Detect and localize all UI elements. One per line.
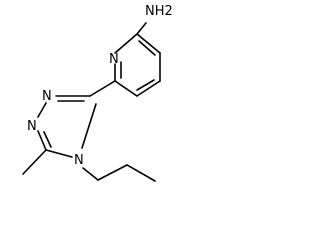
bond-n4-ch2: [82, 167, 99, 181]
bond-pyridine-triazole: [89, 80, 116, 97]
atom-labels: NH2 N N N N: [27, 2, 178, 168]
bond-ch2-ch3: [126, 164, 156, 182]
structure-diagram: NH2 N N N N: [22, 2, 178, 182]
bond-c2-c3: [136, 33, 161, 54]
bond-c2-n1: [114, 33, 138, 54]
bond-n2-n1: [37, 102, 47, 118]
bond-n4-c3t: [81, 103, 97, 149]
bond-c4-c5: [136, 80, 161, 97]
triazole-n2-label: N: [42, 89, 52, 104]
bond-methyl: [22, 149, 47, 175]
triazole-n1-label: N: [27, 119, 37, 134]
amine-label: NH2: [145, 4, 173, 19]
amine-label-bg: [140, 2, 178, 20]
bond-c2-c3-double: [138, 40, 156, 56]
bond-ch2-ch2: [97, 164, 128, 181]
pyridine-n-label: N: [109, 52, 119, 67]
bond-n1-c5t: [37, 130, 47, 151]
bond-c5t-n4: [45, 149, 73, 158]
bond-n1-c5t-double: [43, 131, 52, 148]
bond-c2-nh2: [136, 22, 147, 35]
triazole-n4-label: N: [74, 153, 84, 168]
bond-lines: [22, 22, 161, 182]
bond-c4-c5-double: [136, 79, 155, 91]
bond-c5-c6: [114, 80, 138, 97]
